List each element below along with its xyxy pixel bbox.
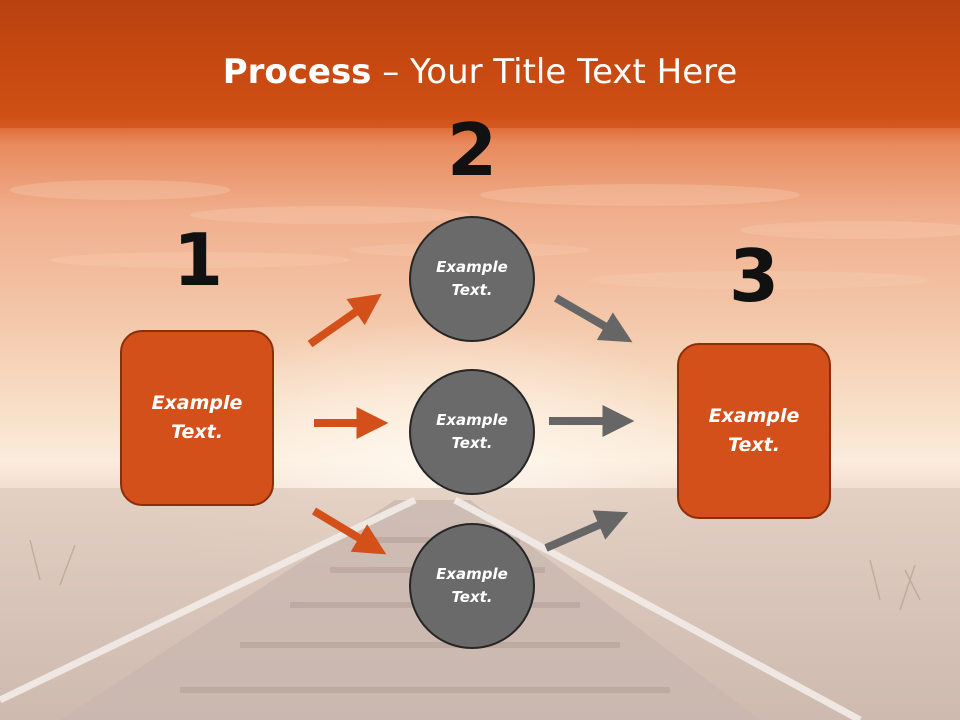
title-bold: Process	[222, 52, 372, 92]
arrow-top-circle-to-right	[553, 294, 633, 343]
circle-top-label: Example Text.	[436, 258, 508, 299]
step-number-1: 1	[172, 218, 224, 302]
circle-middle: Example Text.	[409, 369, 535, 495]
left-box-label: Example Text.	[151, 392, 243, 443]
arrow-to-bottom-circle	[311, 507, 387, 555]
left-process-box: Example Text.	[120, 330, 274, 506]
right-box-label: Example Text.	[708, 405, 800, 456]
slide-title: Process – Your Title Text Here	[0, 52, 960, 92]
arrow-to-top-circle	[307, 293, 382, 348]
arrow-bottom-circle-to-right	[544, 510, 629, 552]
circle-bottom-label: Example Text.	[436, 565, 508, 606]
right-process-box: Example Text.	[677, 343, 831, 519]
step-number-2: 2	[446, 108, 498, 192]
title-rest: – Your Title Text Here	[371, 52, 738, 92]
circle-bottom: Example Text.	[409, 523, 535, 649]
circle-middle-label: Example Text.	[436, 411, 508, 452]
circle-top: Example Text.	[409, 216, 535, 342]
step-number-3: 3	[728, 234, 780, 318]
